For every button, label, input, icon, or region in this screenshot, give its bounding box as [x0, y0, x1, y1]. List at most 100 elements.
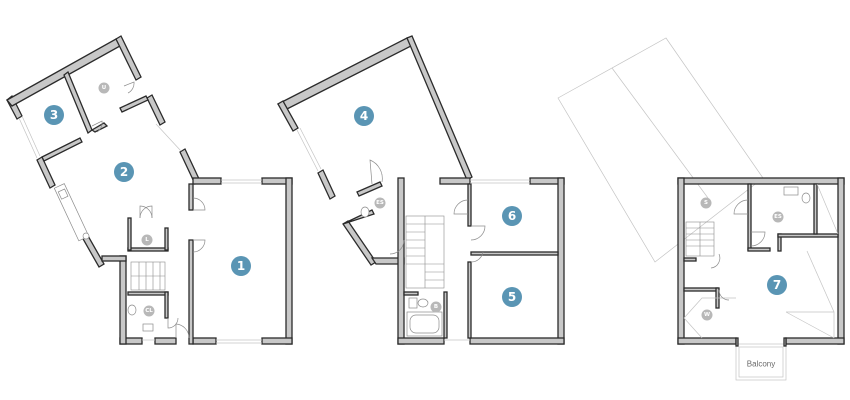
wall	[470, 251, 559, 256]
svg-text:2: 2	[120, 165, 128, 179]
door-swing	[192, 197, 206, 211]
door-swing	[123, 81, 135, 94]
hob	[82, 232, 90, 240]
wall	[90, 122, 109, 133]
toilet	[801, 192, 811, 204]
door-swing	[175, 323, 190, 339]
wall	[277, 37, 412, 112]
wall	[735, 337, 739, 347]
wall	[164, 291, 169, 319]
wall	[5, 38, 121, 107]
wall	[406, 35, 473, 181]
basin	[408, 297, 418, 309]
door-swing	[733, 199, 749, 215]
balcony	[735, 343, 787, 381]
wall	[467, 261, 472, 339]
door-swing	[139, 205, 153, 219]
room-marker-2: 2	[114, 162, 134, 182]
wall	[119, 95, 149, 113]
kitchen-sink	[57, 188, 69, 200]
door-swing	[389, 239, 405, 255]
wall	[677, 177, 685, 345]
svg-text:7: 7	[773, 278, 781, 292]
wall	[837, 177, 845, 345]
wall	[342, 209, 375, 225]
wall	[127, 247, 169, 252]
toilet	[417, 298, 429, 308]
second-floor-plan	[557, 37, 845, 381]
wall	[277, 100, 299, 132]
wall	[261, 337, 293, 345]
wall	[342, 220, 377, 266]
fixture-tag-bathroom: B	[430, 301, 442, 313]
balcony-inner	[738, 346, 784, 378]
wall	[192, 337, 217, 345]
fixture-tag-utility: U	[98, 82, 110, 94]
wall	[397, 337, 445, 345]
svg-text:1: 1	[237, 259, 245, 273]
wall	[813, 183, 818, 235]
wall	[783, 337, 787, 347]
wall	[677, 177, 845, 185]
eaves-line	[683, 297, 736, 319]
staircase	[685, 221, 715, 257]
fixture-tag-ensuite: ES	[374, 197, 386, 209]
wall	[188, 239, 194, 345]
wall	[403, 291, 419, 296]
wall	[36, 156, 56, 189]
wall	[285, 177, 293, 345]
svg-text:S: S	[704, 200, 708, 206]
wall	[469, 337, 565, 345]
svg-text:L: L	[145, 237, 149, 243]
door-swing	[470, 225, 486, 241]
wall	[41, 137, 83, 162]
basin	[783, 186, 799, 196]
room-marker-1: 1	[231, 256, 251, 276]
wall	[677, 337, 737, 345]
svg-text:U: U	[102, 85, 106, 91]
door-swing	[750, 231, 766, 247]
wall	[439, 177, 471, 185]
bathtub-inner	[409, 314, 440, 334]
room-marker-4: 4	[354, 106, 374, 126]
wall	[443, 291, 448, 339]
fixture-tag-larder: L	[141, 234, 153, 246]
door-swing	[470, 251, 484, 263]
first-floor-plan	[277, 35, 565, 345]
room-marker-7: 7	[767, 275, 787, 295]
fixture-tag-wardrobe: W	[701, 309, 713, 321]
svg-text:3: 3	[50, 108, 58, 122]
wall	[164, 227, 169, 251]
svg-text:B: B	[434, 304, 438, 310]
wall	[154, 337, 177, 345]
ground-floor-plan	[5, 35, 293, 345]
toilet	[127, 304, 137, 316]
door-swing	[91, 120, 103, 133]
wall	[188, 183, 194, 211]
wall	[467, 183, 472, 227]
wall	[317, 169, 336, 200]
svg-text:5: 5	[508, 290, 516, 304]
svg-text:6: 6	[508, 209, 516, 223]
svg-text:ES: ES	[774, 214, 782, 220]
wall	[119, 255, 127, 345]
room-marker-6: 6	[502, 206, 522, 226]
door-swing	[710, 253, 721, 269]
svg-text:4: 4	[360, 109, 368, 123]
wall	[683, 287, 719, 292]
toilet	[360, 206, 370, 218]
door-swing	[167, 317, 179, 329]
basin	[142, 323, 154, 332]
wall	[127, 217, 132, 251]
wall	[101, 255, 127, 262]
wall	[146, 94, 166, 126]
room-marker-5: 5	[502, 287, 522, 307]
balcony-label: Balcony	[747, 360, 775, 369]
wall	[192, 177, 222, 185]
wall	[785, 337, 845, 345]
wall	[356, 181, 383, 197]
staircase	[130, 261, 166, 291]
wall	[557, 177, 565, 345]
